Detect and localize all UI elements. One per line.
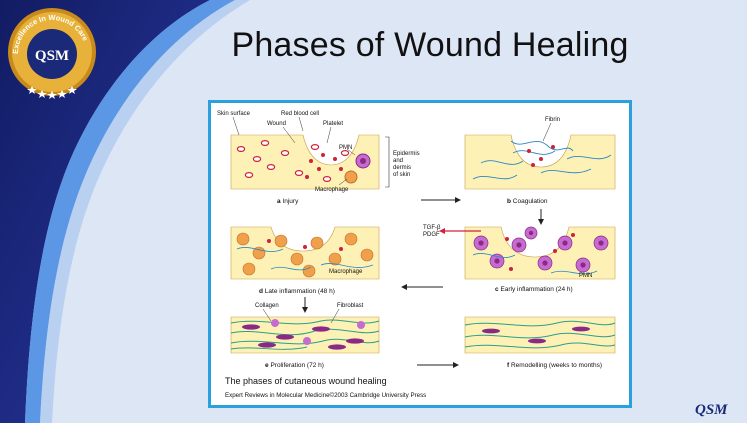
label-pdgf: PDGF (423, 232, 440, 238)
label-macrophage: Macrophage (315, 187, 349, 193)
panel-f-letter: f (507, 362, 510, 369)
label-platelet: Platelet (323, 121, 343, 127)
svg-text:c Early inflammation (24 h): c Early inflammation (24 h) (495, 286, 573, 293)
qsm-badge-logo: Excellence In Wound Care QSM (8, 8, 96, 99)
panel-f-caption: Remodelling (weeks to months) (511, 362, 602, 369)
panel-b-caption: Coagulation (513, 198, 548, 205)
label-tgf: TGF-β (423, 225, 441, 231)
panel-e-proliferation: Collagen Fibroblast e Proliferation (72 … (230, 303, 380, 369)
panel-e-caption: Proliferation (72 h) (270, 362, 323, 369)
label-pmn-c: PMN (579, 273, 592, 279)
wound-healing-figure: Skin surface Red blood cell Wound Platel… (208, 100, 632, 408)
label-wound: Wound (267, 121, 286, 127)
figure-credit: Expert Reviews in Molecular Medicine©200… (225, 392, 426, 399)
panel-d-letter: d (259, 288, 263, 295)
panel-d-caption: Late inflammation (48 h) (265, 288, 335, 295)
panel-a-injury: Skin surface Red blood cell Wound Platel… (217, 111, 420, 205)
svg-text:b Coagulation: b Coagulation (507, 198, 548, 205)
label-epidermis-1: Epidermis (393, 151, 420, 157)
label-epidermis-2: and (393, 158, 403, 164)
wound-healing-diagram: Skin surface Red blood cell Wound Platel… (217, 111, 616, 399)
panel-b-letter: b (507, 198, 511, 205)
badge-monogram: QSM (35, 48, 69, 64)
panel-c-early-inflammation: TGF-β PDGF PMN c Early inflammation (24 … (423, 225, 616, 293)
panel-d-late-inflammation: Macrophage d Late inflammation (48 h) (230, 226, 380, 295)
label-skin-surface: Skin surface (217, 111, 251, 117)
label-macrophage-d: Macrophage (329, 269, 363, 275)
label-epidermis-4: of skin (393, 172, 410, 178)
label-epidermis-3: dermis (393, 165, 411, 171)
panel-f-remodelling: f Remodelling (weeks to months) (464, 316, 616, 369)
figure-title: The phases of cutaneous wound healing (225, 376, 387, 386)
slide-title: Phases of Wound Healing (231, 26, 629, 64)
panel-e-letter: e (265, 362, 269, 369)
panel-b-coagulation: Fibrin b Coagulation (464, 117, 616, 205)
label-fibrin: Fibrin (545, 117, 560, 123)
panel-c-letter: c (495, 286, 499, 293)
panel-a-letter: a (277, 198, 281, 205)
panel-c-caption: Early inflammation (24 h) (500, 286, 572, 293)
svg-text:a Injury: a Injury (277, 198, 299, 205)
svg-text:d Late inflammation (48 h): d Late inflammation (48 h) (259, 288, 335, 295)
label-red-blood-cell: Red blood cell (281, 111, 319, 117)
label-fibroblast: Fibroblast (337, 303, 364, 309)
label-collagen: Collagen (255, 303, 279, 309)
svg-text:e Proliferation (72 h): e Proliferation (72 h) (265, 362, 324, 369)
panel-a-caption: Injury (282, 198, 299, 205)
svg-text:f Remodelling (weeks to months: f Remodelling (weeks to months) (507, 362, 602, 369)
corner-logo-text: QSM (695, 402, 728, 418)
badge-stars-icon (27, 86, 77, 99)
label-pmn: PMN (339, 145, 352, 151)
qsm-corner-logo: QSM (695, 402, 728, 418)
